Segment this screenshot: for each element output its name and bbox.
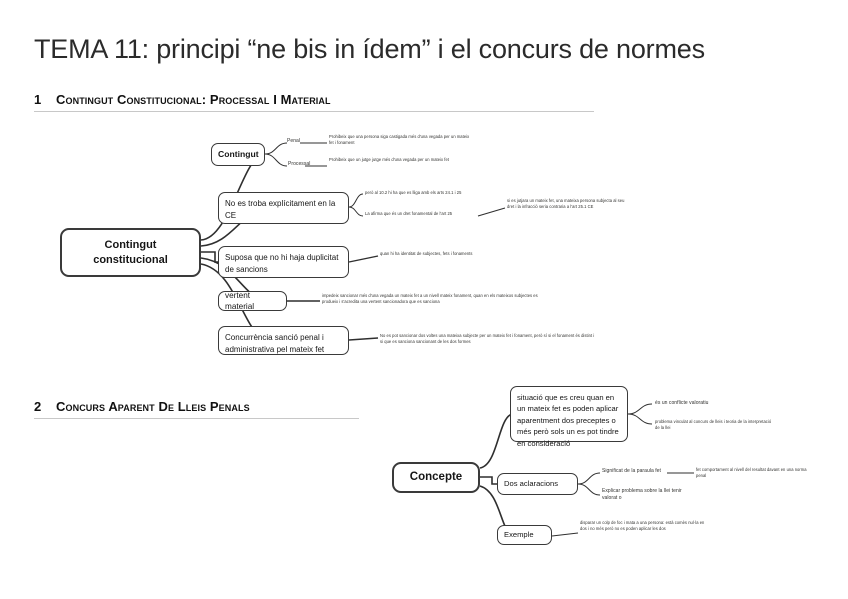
section-2-divider xyxy=(34,418,359,419)
mindmap-1-leaf-penal[interactable]: Penal xyxy=(287,138,301,144)
mindmap-1-note-art102: però al 10.2 hi ha que es lliga amb els … xyxy=(365,190,462,195)
mindmap-1-note-concurrencia: No es pot sancionar dos voltes una matei… xyxy=(380,333,595,345)
mindmap-2-note-problema: problema vinculat al concurs de lleis i … xyxy=(655,419,772,431)
section-2-heading: 2 Concurs aparent de lleis penals xyxy=(34,398,250,416)
mindmap-2-leaf-significat[interactable]: Significat de la paraula fet xyxy=(602,468,661,474)
mindmap-1-note-deep: si es jutjara un mateix fet, una mateixa… xyxy=(507,198,625,210)
section-1-divider xyxy=(34,111,594,112)
section-1-number: 1 xyxy=(34,92,42,107)
section-1-title: Contingut constitucional: processal i ma… xyxy=(56,92,331,107)
mindmap-1-branch-no-explicit[interactable]: No es troba explícitament en la CE xyxy=(218,192,349,224)
mindmap-contingut-constitucional: Contingut constitucional Contingut Penal… xyxy=(60,134,625,355)
mindmap-2-branch-exemple[interactable]: Exemple xyxy=(497,525,552,545)
mindmap-2-branch-aclaracions[interactable]: Dos aclaracions xyxy=(497,473,578,495)
section-1-heading: 1 Contingut constitucional: processal i m… xyxy=(34,91,331,109)
mindmap-1-note-penal: Prohibeix que una persona siga castigada… xyxy=(329,134,470,146)
mindmap-2-leaf-explicar[interactable]: Explicar problema sobre la llei tenir va… xyxy=(602,488,682,502)
mindmap-2-note-significat: fet comportament al nivell del resultat … xyxy=(696,467,807,479)
mindmap-1-branch-contingut[interactable]: Contingut xyxy=(211,143,265,166)
mindmap-1-note-vertent: impedeix sancionar més d'una vegada un m… xyxy=(322,293,538,305)
mindmap-1-branch-vertent-material[interactable]: vertent material xyxy=(218,291,287,311)
mindmap-1-branch-duplicitat[interactable]: Suposa que no hi haja duplicitat de sanc… xyxy=(218,246,349,278)
mindmap-2-branch-situacio[interactable]: situació que es creu quan en un mateix f… xyxy=(510,386,628,448)
mindmap-2-note-conflicte: és un conflicte valoratiu xyxy=(655,400,709,406)
section-2-number: 2 xyxy=(34,399,42,414)
section-2-title: Concurs aparent de lleis penals xyxy=(56,399,250,414)
mindmap-2-root-node[interactable]: Concepte xyxy=(392,462,480,493)
mindmap-1-branch-concurrencia[interactable]: Concurrència sanció penal i administrati… xyxy=(218,326,349,355)
mindmap-1-note-dret-fonamental: La afirma que és un dret fonamental de l… xyxy=(365,211,453,216)
mindmap-1-leaf-processal[interactable]: Processal xyxy=(288,161,311,167)
mindmap-2-note-exemple: disparar un colp de foc i mata a una per… xyxy=(580,520,705,532)
page-title: TEMA 11: principi “ne bis in ídem” i el … xyxy=(34,34,705,64)
mindmap-1-root-node[interactable]: Contingut constitucional xyxy=(60,228,201,277)
mindmap-1-note-identitat: quan hi ha identitat de subjectes, fets … xyxy=(380,251,473,256)
mindmap-1-note-processal: Prohibeix que un jutge jutge més d'una v… xyxy=(329,157,449,162)
